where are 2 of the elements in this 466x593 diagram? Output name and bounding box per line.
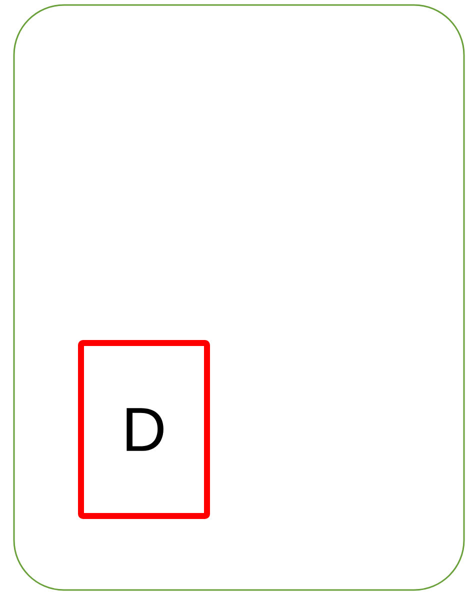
rounded-frame xyxy=(13,4,465,591)
letter-box: D xyxy=(78,340,210,519)
